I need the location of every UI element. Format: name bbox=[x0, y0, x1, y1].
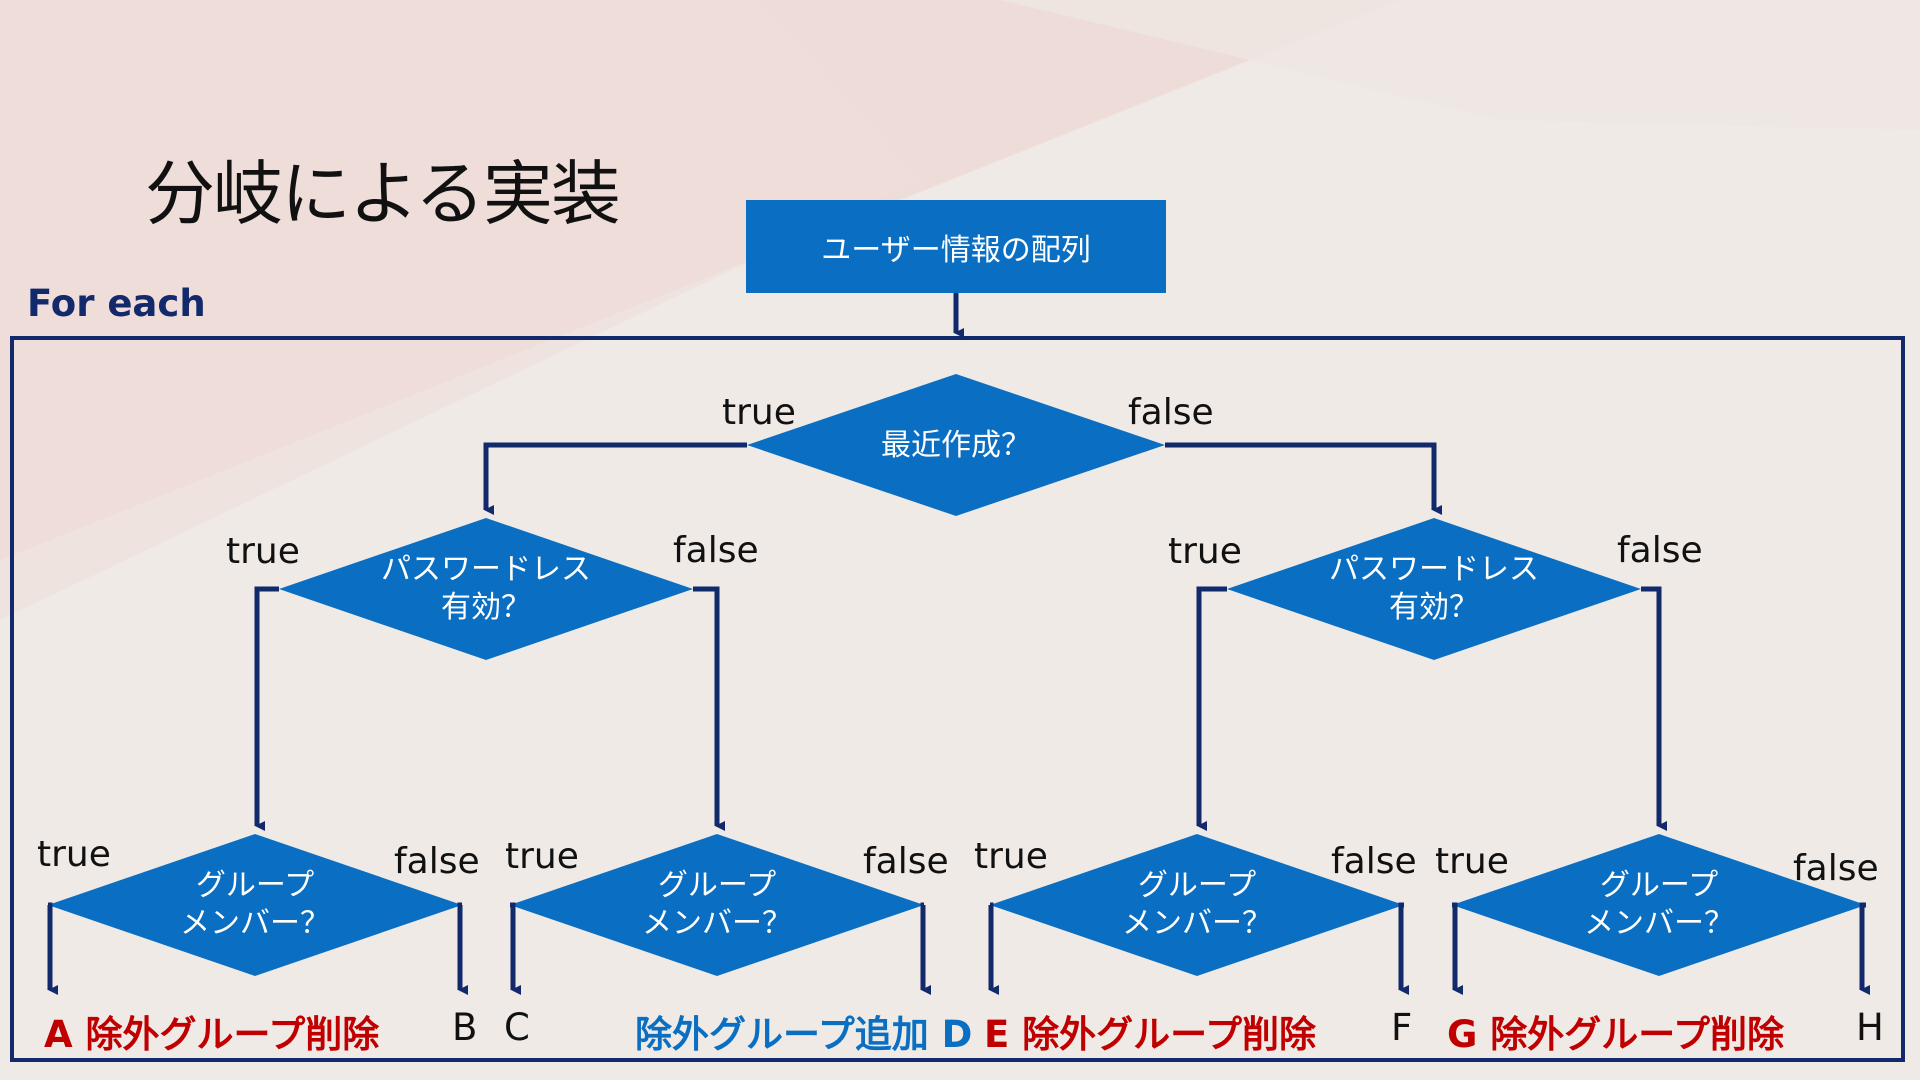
branch-true-label: true bbox=[37, 834, 111, 875]
decision-group-3-label: グループメンバー？ bbox=[1122, 868, 1272, 941]
edge-pw-left-false bbox=[693, 586, 725, 831]
branch-true-label: true bbox=[226, 531, 300, 572]
branch-true-label: true bbox=[722, 392, 796, 433]
start-node-user-array: ユーザー情報の配列 bbox=[746, 200, 1166, 293]
decision-group-4-diamond bbox=[1452, 834, 1866, 976]
decision-password-left-label: パスワードレス有効？ bbox=[381, 552, 591, 625]
branch-false-label: false bbox=[1617, 530, 1703, 571]
outcome-c: C bbox=[504, 1006, 530, 1049]
outcome-f: F bbox=[1391, 1006, 1413, 1049]
edge-g2-true bbox=[510, 902, 521, 995]
foreach-label: For each bbox=[27, 282, 206, 325]
outcome-g: G 除外グループ削除 bbox=[1447, 1013, 1785, 1056]
decision-group-2-diamond bbox=[510, 834, 924, 976]
edge-g4-false bbox=[1859, 902, 1870, 995]
branch-false-label: false bbox=[1793, 848, 1879, 889]
edge-pw-right-true bbox=[1196, 586, 1227, 831]
edge-g1-true bbox=[47, 902, 58, 995]
edge-g2-false bbox=[920, 902, 931, 995]
edge-root-false bbox=[1165, 442, 1442, 515]
branch-true-label: true bbox=[1435, 841, 1509, 882]
decision-password-right-label: パスワードレス有効？ bbox=[1329, 552, 1539, 625]
edge-root-true bbox=[483, 442, 747, 515]
decision-group-1-label: グループメンバー？ bbox=[180, 868, 330, 941]
slide-title: 分岐による実装 bbox=[145, 153, 621, 235]
edge-g4-true bbox=[1452, 902, 1463, 995]
branch-false-label: false bbox=[673, 530, 759, 571]
branch-true-label: true bbox=[1168, 531, 1242, 572]
decision-password-right-diamond bbox=[1227, 518, 1641, 660]
decision-password-left-diamond bbox=[279, 518, 693, 660]
outcome-b: B bbox=[452, 1006, 478, 1049]
branch-false-label: false bbox=[394, 841, 480, 882]
edge-pw-right-false bbox=[1641, 586, 1667, 831]
decision-group-2-label: グループメンバー？ bbox=[642, 868, 792, 941]
branch-true-label: true bbox=[505, 836, 579, 877]
edge-g3-true bbox=[988, 902, 999, 995]
branch-false-label: false bbox=[1331, 841, 1417, 882]
edge-g3-false bbox=[1398, 902, 1409, 995]
outcome-h: H bbox=[1856, 1006, 1884, 1049]
decision-group-3-diamond bbox=[990, 834, 1404, 976]
branch-true-label: true bbox=[974, 836, 1048, 877]
foreach-frame bbox=[10, 336, 1905, 1062]
outcome-a: A 除外グループ削除 bbox=[44, 1013, 380, 1056]
edge-pw-left-true bbox=[254, 586, 279, 831]
decision-root-label: 最近作成？ bbox=[881, 428, 1031, 463]
edge-g1-false bbox=[457, 902, 468, 995]
branch-false-label: false bbox=[1128, 392, 1214, 433]
outcome-e: E 除外グループ削除 bbox=[984, 1013, 1316, 1056]
decision-group-1-diamond bbox=[48, 834, 462, 976]
decision-group-4-label: グループメンバー？ bbox=[1584, 868, 1734, 941]
branch-false-label: false bbox=[863, 841, 949, 882]
outcome-d: 除外グループ追加 D bbox=[635, 1013, 973, 1056]
decision-root-diamond bbox=[747, 374, 1165, 516]
